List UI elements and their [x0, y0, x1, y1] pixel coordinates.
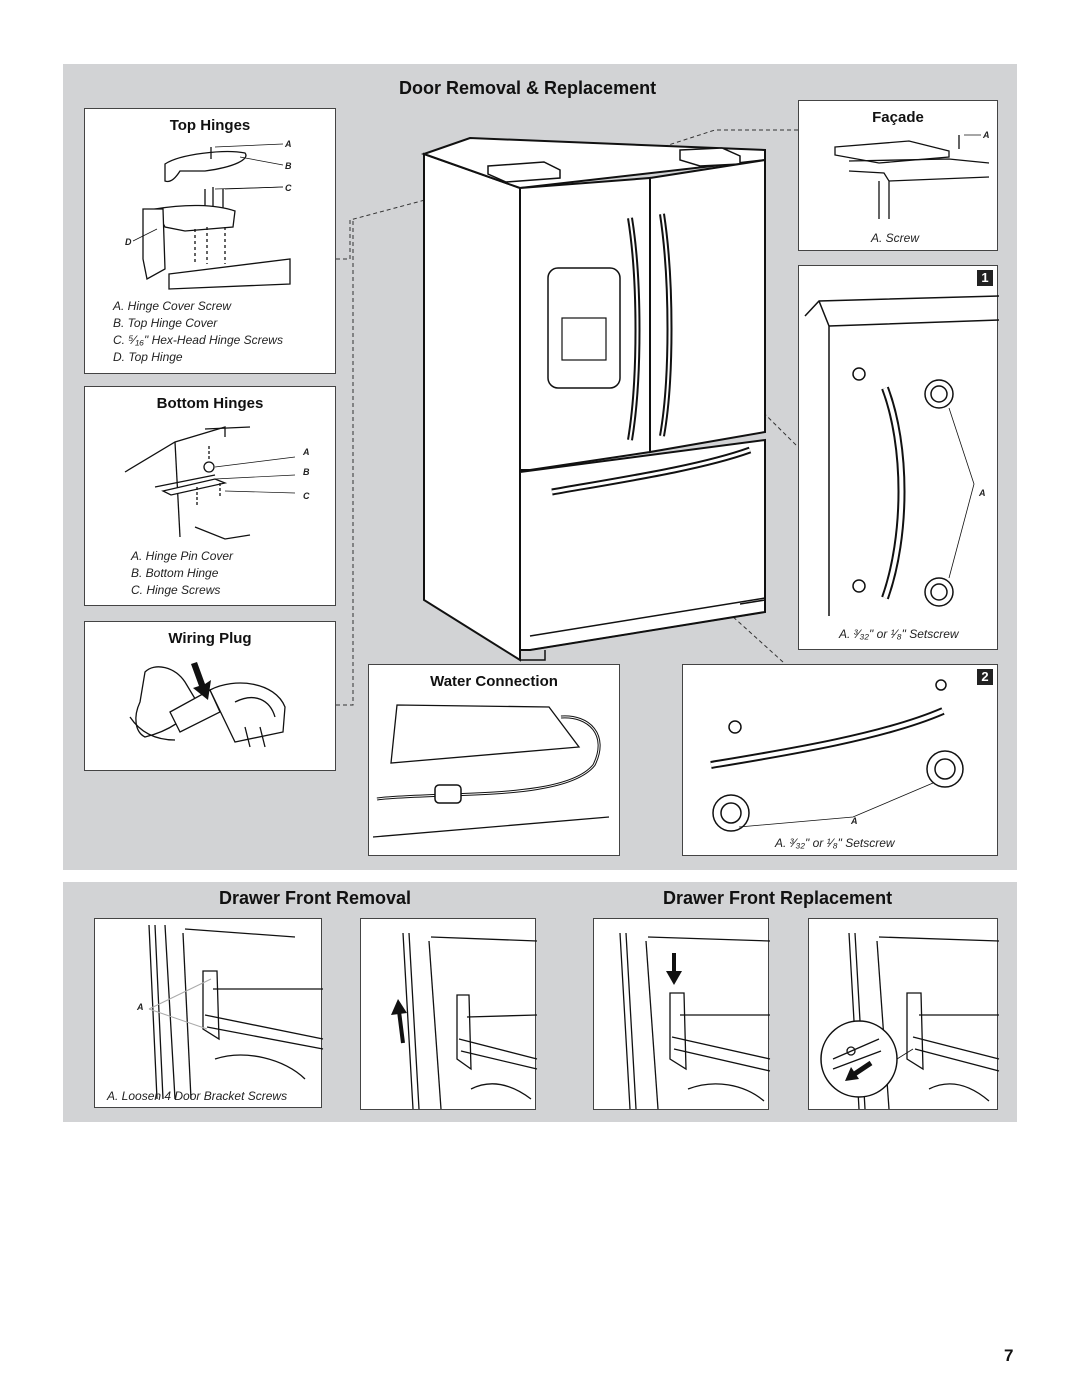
wiring-plug-box: Wiring Plug	[84, 621, 336, 771]
step2-box: 2 A A. ³⁄₃₂" or ¹⁄₈" Setscrew	[682, 664, 998, 856]
top-hinges-box: Top Hinges A B C D A. Hinge Cover Screw …	[84, 108, 336, 374]
facade-caption: A. Screw	[871, 231, 920, 245]
drawer-bracket-diagram-2	[391, 932, 538, 1110]
water-connection-box: Water Connection	[368, 664, 620, 856]
drawer-removal-step-1: A A. Loosen 4 Door Bracket Screws	[94, 918, 324, 1108]
page-number: 7	[1004, 1346, 1014, 1365]
drawer-replacement-title: Drawer Front Replacement	[663, 888, 893, 908]
water-connection-title: Water Connection	[430, 673, 558, 690]
drawer-removal-caption: A. Loosen 4 Door Bracket Screws	[107, 1089, 288, 1103]
top-hinge-tag-a: A	[285, 139, 292, 149]
top-hinge-legend-d: D. Top Hinge	[113, 350, 183, 364]
step1-caption: A. ³⁄₃₂" or ¹⁄₈" Setscrew	[839, 627, 959, 641]
drawer-replacement-step-1	[593, 918, 771, 1110]
top-hinge-diagram	[132, 143, 291, 290]
step1-number: 1	[977, 270, 993, 286]
bottom-hinge-legend-c: C. Hinge Screws	[131, 583, 221, 597]
step1-diagram	[804, 295, 1000, 616]
drawer-replacement-step-2	[808, 918, 1000, 1110]
facade-diagram	[834, 134, 990, 219]
bottom-hinge-tag-b: B	[303, 467, 310, 477]
door-section-title: Door Removal & Replacement	[399, 78, 657, 98]
top-hinge-tag-d: D	[125, 237, 132, 247]
drawer-bracket-diagram-4	[820, 932, 1000, 1110]
top-hinges-title: Top Hinges	[169, 117, 251, 134]
drawer-bracket-diagram-1	[148, 924, 324, 1100]
step1-box: 1 A A. ³⁄₃₂" or ¹⁄₈" Setscrew	[798, 265, 1000, 650]
drawer-removal-title: Drawer Front Removal	[219, 888, 412, 908]
drawer-removal-tag-a: A	[137, 1002, 144, 1012]
facade-box: Façade A A. Screw	[798, 100, 998, 251]
step2-diagram	[710, 679, 964, 832]
wiring-plug-diagram	[129, 662, 286, 748]
top-hinge-legend-b: B. Top Hinge Cover	[113, 316, 218, 330]
water-connection-diagram	[372, 704, 610, 838]
top-hinge-legend-a: A. Hinge Cover Screw	[113, 299, 232, 313]
top-hinge-tag-b: B	[285, 161, 292, 171]
facade-title: Façade	[872, 109, 924, 126]
top-hinge-tag-c: C	[285, 183, 292, 193]
wiring-plug-title: Wiring Plug	[168, 630, 252, 647]
step1-tag-a: A	[979, 488, 986, 498]
bottom-hinge-tag-a: A	[303, 447, 310, 457]
top-hinge-legend-c: C. ⁵⁄₁₆" Hex-Head Hinge Screws	[113, 333, 283, 347]
bottom-hinge-legend-b: B. Bottom Hinge	[131, 566, 219, 580]
bottom-hinges-title: Bottom Hinges	[156, 395, 264, 412]
step2-tag-a: A	[851, 816, 858, 826]
drawer-removal-step-2	[360, 918, 538, 1110]
bottom-hinges-box: Bottom Hinges A B C A. Hinge Pin Cover B…	[84, 386, 336, 606]
bottom-hinge-tag-c: C	[303, 491, 310, 501]
refrigerator-illustration	[420, 136, 766, 662]
bottom-hinge-diagram	[124, 426, 296, 540]
step2-caption: A. ³⁄₃₂" or ¹⁄₈" Setscrew	[775, 836, 895, 850]
step2-number: 2	[977, 669, 993, 685]
bottom-hinge-legend-a: A. Hinge Pin Cover	[131, 549, 234, 563]
facade-tag-a: A	[983, 130, 990, 140]
drawer-bracket-diagram-3	[619, 932, 771, 1110]
